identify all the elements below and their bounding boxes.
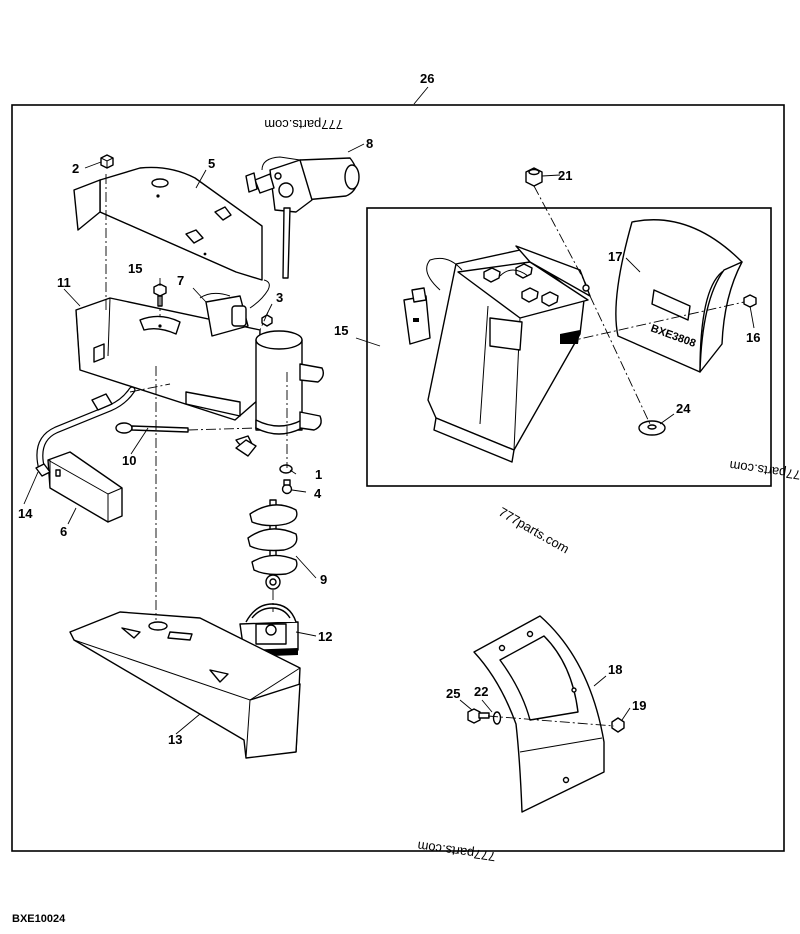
callout-22: 22	[474, 684, 488, 699]
part-18-shield	[473, 615, 605, 813]
inset-actuator-assembly	[403, 245, 591, 463]
part-25-bolt	[467, 708, 490, 724]
watermark-inset: 777parts.com	[728, 458, 800, 484]
callout-19: 19	[632, 698, 646, 713]
callout-5: 5	[208, 156, 215, 171]
callout-13: 13	[168, 732, 182, 747]
callout-2: 2	[72, 161, 79, 176]
leader-lines	[23, 86, 755, 735]
part-2-nut	[100, 154, 114, 169]
part-5-cover	[73, 166, 263, 281]
part-4-pin	[281, 479, 293, 495]
watermark-middle: 777parts.com	[496, 504, 572, 556]
outer-frame	[11, 104, 785, 852]
callout-4: 4	[314, 486, 322, 501]
callout-6: 6	[60, 524, 67, 539]
centerlines	[105, 174, 745, 727]
callout-24: 24	[676, 401, 691, 416]
callout-1: 1	[315, 467, 322, 482]
callout-14: 14	[18, 506, 33, 521]
callout-8: 8	[366, 136, 373, 151]
part-7-switch	[199, 279, 270, 337]
part-3-nut	[261, 314, 273, 327]
callout-10: 10	[122, 453, 136, 468]
callout-12: 12	[318, 629, 332, 644]
callout-21: 21	[558, 168, 572, 183]
part-1-washer	[279, 464, 293, 474]
callout-17: 17	[608, 249, 622, 264]
part-13-chute	[69, 611, 301, 759]
callout-labels: 26 2 5 8 15 7 3 11 10 14 6 1 4 9 12 13 1…	[18, 71, 760, 747]
watermark-bottom: 777parts.com	[416, 839, 496, 865]
inset-frame	[366, 207, 772, 487]
part-22-washer	[492, 711, 502, 725]
part-19-nut	[611, 717, 625, 733]
part-10-pin	[115, 422, 189, 434]
auger-tube	[235, 330, 325, 457]
part-16-screw	[743, 294, 757, 308]
callout-11: 11	[57, 275, 71, 290]
callout-15a: 15	[128, 261, 142, 276]
callout-25: 25	[446, 686, 460, 701]
part-24-washer	[638, 420, 666, 436]
callout-26: 26	[420, 71, 434, 86]
watermark-top: 777parts.com	[264, 117, 343, 132]
part-14-cable	[35, 386, 136, 477]
part-17-cover: BXE3808	[615, 219, 743, 373]
part-6-control-box	[47, 451, 123, 523]
figure-id: BXE10024	[12, 913, 66, 925]
part-8-actuator	[245, 156, 360, 279]
part-9-auger	[247, 499, 298, 590]
part-21-nut	[525, 167, 543, 187]
callout-16: 16	[746, 330, 760, 345]
callout-9: 9	[320, 572, 327, 587]
callout-18: 18	[608, 662, 622, 677]
callout-15b: 15	[334, 323, 348, 338]
callout-7: 7	[177, 273, 184, 288]
callout-3: 3	[276, 290, 283, 305]
